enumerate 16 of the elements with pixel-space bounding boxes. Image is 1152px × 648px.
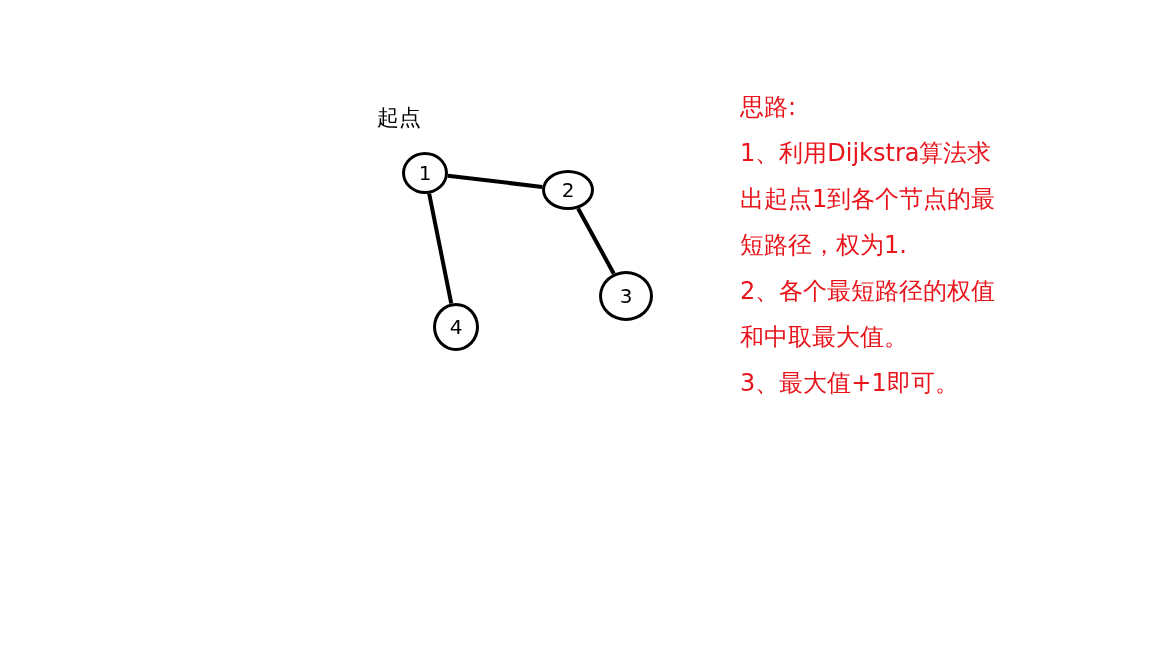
edge-line	[447, 173, 543, 189]
node-circle	[402, 152, 448, 194]
node-number: 2	[561, 180, 575, 200]
note-text: 思路:	[740, 92, 798, 123]
node-circle	[433, 303, 479, 351]
node-circle	[542, 170, 594, 210]
node-number: 4	[449, 317, 463, 337]
node-caption: 起点	[377, 104, 421, 132]
edge-line	[576, 207, 616, 275]
note-text: 3、最大值+1即可。	[740, 368, 960, 399]
edge-line	[427, 193, 454, 304]
note-text: 1、利用Dijkstra算法求出起点1到各个节点的最短路径，权为1.	[740, 138, 997, 261]
node-number: 3	[619, 286, 633, 306]
note-text: 2、各个最短路径的权值和中取最大值。	[740, 276, 997, 353]
node-circle	[599, 271, 653, 321]
node-number: 1	[418, 163, 432, 183]
